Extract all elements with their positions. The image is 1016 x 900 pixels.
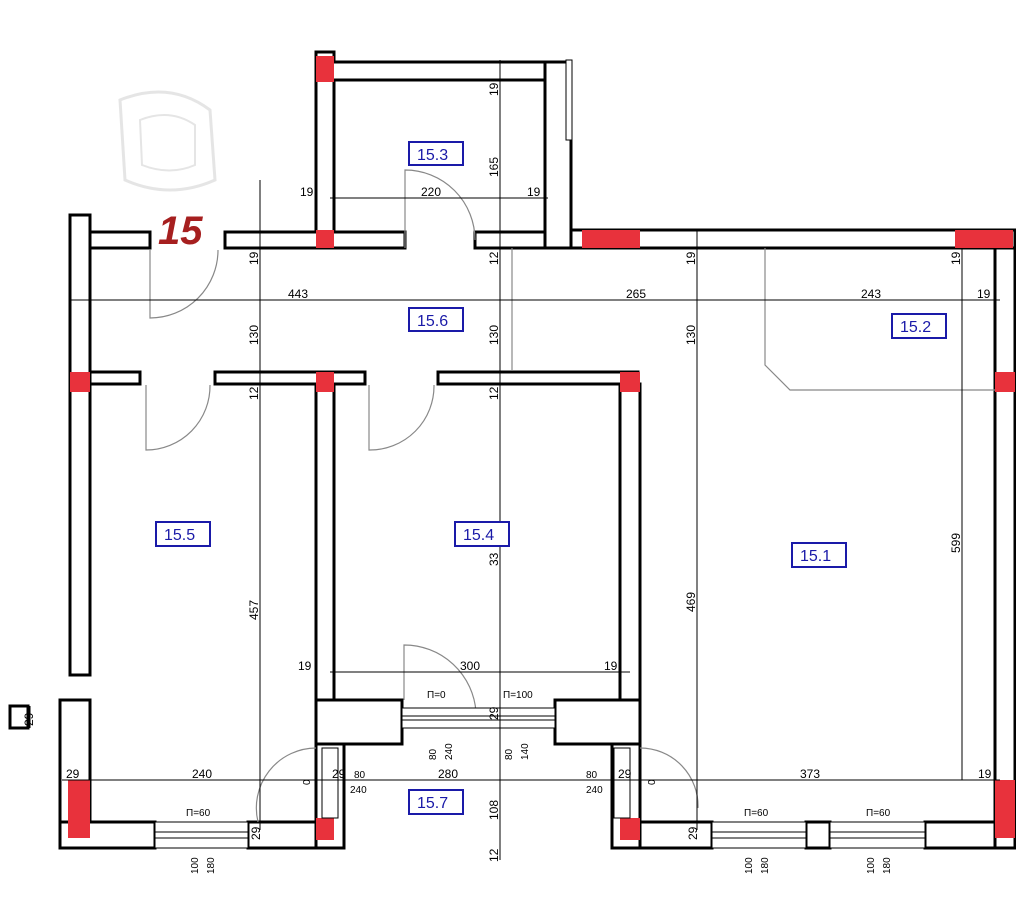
window-label: П=60: [186, 808, 211, 819]
column: [995, 780, 1015, 838]
room-15-2-box: [891, 313, 947, 339]
columns: [68, 56, 1015, 840]
dim-label: 12: [247, 386, 261, 400]
window-label: П=60: [866, 808, 891, 819]
dim-label: 130: [487, 325, 501, 345]
window-label: 180: [760, 857, 771, 874]
room-15-4-label: 15.4: [463, 527, 494, 544]
dim-label: 33: [487, 552, 501, 566]
dim-label: 19: [604, 659, 618, 673]
dim-label: 280: [438, 767, 458, 781]
dim-label: 0: [647, 779, 658, 785]
window-label: 180: [882, 857, 893, 874]
window-label: 140: [520, 743, 531, 760]
window-label: 80: [504, 748, 515, 760]
window-label: П=100: [503, 690, 533, 701]
dim-label: 243: [861, 287, 881, 301]
window-label: 80: [428, 748, 439, 760]
dim-label: 29: [249, 826, 263, 840]
room-15-6-label: 15.6: [417, 313, 448, 330]
window-label: П=0: [427, 690, 446, 701]
room-15-2-label: 15.2: [900, 319, 931, 336]
room-15-6-box: [408, 307, 464, 332]
dim-label: 130: [247, 325, 261, 345]
dim-label: 469: [684, 592, 698, 612]
dim-label: 19: [977, 287, 991, 301]
dim-label: 599: [949, 533, 963, 553]
column: [68, 780, 90, 838]
room-15-1-box: [791, 542, 847, 568]
dim-label: 130: [684, 325, 698, 345]
column: [620, 372, 640, 392]
dimension-labels: 19 220 19 165 19 19 12 19 19 443 265 243…: [22, 82, 992, 874]
column: [955, 230, 1013, 248]
dim-label: 29: [487, 706, 501, 720]
dim-label: 443: [288, 287, 308, 301]
dim-label: 265: [626, 287, 646, 301]
dim-label: 80: [354, 770, 366, 781]
room-labels: 15.3 15.6 15.2 15.5 15.4 15.1 15.7: [155, 141, 947, 815]
room-15-5-box: [155, 521, 211, 547]
room-15-4-box: [454, 521, 510, 547]
dim-label: 240: [586, 785, 603, 796]
room-15-1-label: 15.1: [800, 548, 831, 565]
dim-label: 19: [300, 185, 314, 199]
window-label: П=60: [744, 808, 769, 819]
window-label: 240: [444, 743, 455, 760]
window-label: 180: [206, 857, 217, 874]
dim-label: 19: [298, 659, 312, 673]
column: [316, 372, 334, 392]
dim-label: 29: [22, 712, 36, 726]
dim-label: 29: [618, 767, 632, 781]
dim-label: 19: [949, 251, 963, 265]
dim-label: 240: [192, 767, 212, 781]
column: [620, 818, 640, 840]
column: [316, 56, 334, 82]
window-label: 100: [744, 857, 755, 874]
dim-label: 19: [487, 82, 501, 96]
column: [995, 372, 1015, 392]
dim-label: 19: [247, 251, 261, 265]
room-15-7-box: [408, 789, 464, 815]
room-15-7-label: 15.7: [417, 795, 448, 812]
dim-label: 220: [421, 185, 441, 199]
dim-label: 300: [460, 659, 480, 673]
room-15-5-label: 15.5: [164, 527, 195, 544]
dim-label: 240: [350, 785, 367, 796]
walls: [8, 50, 1016, 850]
window-label: 100: [190, 857, 201, 874]
dimension-lines: [29, 60, 1000, 860]
column: [316, 230, 334, 248]
dim-label: 29: [66, 767, 80, 781]
dim-label: 12: [487, 251, 501, 265]
dim-label: 19: [527, 185, 541, 199]
watermark-logo: [118, 90, 217, 192]
apartment-number: 15: [158, 209, 203, 253]
window-label: 100: [866, 857, 877, 874]
dim-label: 165: [487, 157, 501, 177]
column: [582, 230, 640, 248]
dim-label: 0: [302, 779, 313, 785]
dim-label: 19: [978, 767, 992, 781]
windows: [154, 59, 926, 849]
column: [316, 818, 334, 840]
column: [70, 372, 90, 392]
dim-label: 12: [487, 386, 501, 400]
dim-label: 19: [684, 251, 698, 265]
dim-label: 12: [487, 848, 501, 862]
dim-label: 457: [247, 600, 261, 620]
dim-label: 29: [332, 767, 346, 781]
dim-label: 373: [800, 767, 820, 781]
room-15-3-label: 15.3: [417, 147, 448, 164]
dim-label: 108: [487, 800, 501, 820]
dim-label: 29: [686, 826, 700, 840]
dim-label: 80: [586, 770, 598, 781]
room-15-3-box: [408, 141, 464, 166]
